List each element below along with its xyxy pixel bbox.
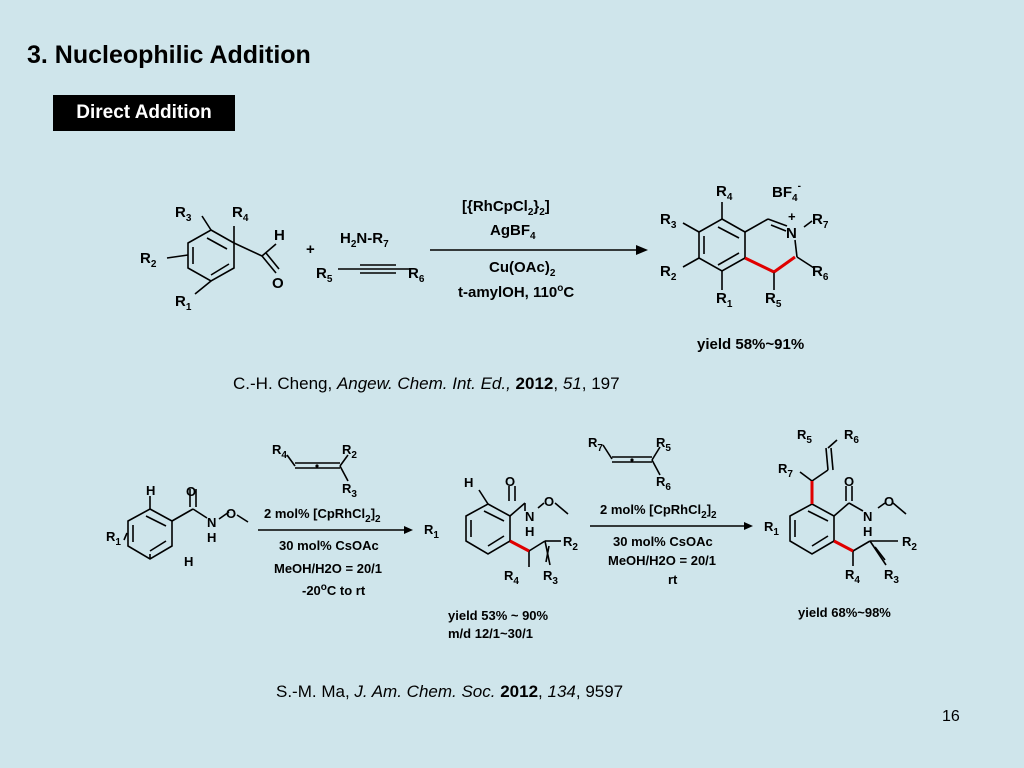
cond1-base: 30 mol% CsOAc [279,538,379,553]
h-bottom-sm2: H [184,554,193,569]
r6-label-p2: R6 [844,427,859,446]
cond1-catalyst: 2 mol% [CpRhCl2]2 [264,506,381,525]
page-number: 16 [942,708,960,725]
new-bond-highlights [509,255,854,553]
r3-label-product: R3 [660,211,677,231]
r4-label-p1: R4 [504,568,519,587]
o-sm2: O [186,484,196,499]
n-p1: N [525,509,534,524]
cond1-temp: -20oC to rt [302,582,366,598]
n-label: N [786,225,797,242]
r5-label-product: R5 [765,290,782,310]
r2-label-sm: R2 [140,250,157,270]
r2-label-p1: R2 [563,534,578,553]
r7-label-product: R7 [812,211,829,231]
r7-label-p2: R7 [778,461,793,480]
r6-label-allene2: R6 [656,474,671,493]
reference-ma: S.-M. Ma, J. Am. Chem. Soc. 2012, 134, 9… [276,682,624,701]
o-p1: O [505,474,515,489]
nh-p1: H [525,524,534,539]
section-badge: Direct Addition [53,95,235,131]
nh-p2: H [863,524,872,539]
yield-p1-line1: yield 53% ~ 90% [448,608,549,623]
o-p2: O [844,474,854,489]
r3-label-allene1: R3 [342,481,357,500]
nh-sm2: H [207,530,216,545]
cond2-solvent: MeOH/H2O = 20/1 [608,553,716,568]
arrow-head-3 [744,522,753,530]
r4-label-product: R4 [716,183,733,203]
r2-label-product: R2 [660,263,677,283]
aldehyde-h-label: H [274,227,285,244]
n-sm2: N [207,515,216,530]
condition-solvent-temp: t-amylOH, 110oC [458,283,574,301]
r2-label-allene1: R2 [342,442,357,461]
benzaldehyde-ring [187,229,235,282]
yield-p1-line2: m/d 12/1~30/1 [448,626,533,641]
o-methoxy-p2: O [884,494,894,509]
condition-additive: AgBF4 [490,222,536,242]
cond1-solvent: MeOH/H2O = 20/1 [274,561,382,576]
r1-label-sm: R1 [175,293,192,313]
r3-label-p2: R3 [884,567,899,586]
r2-label-p2: R2 [902,534,917,553]
arrow-head-1 [636,245,648,255]
r5-label-alkyne: R5 [316,265,333,285]
nplus-label: + [788,209,796,224]
slide-title: 3. Nucleophilic Addition [27,41,311,69]
yield-reaction1: yield 58%~91% [697,336,804,353]
h-top-sm2: H [146,483,155,498]
bf4-label: BF4- [772,181,801,204]
r6-label-product: R6 [812,263,829,283]
r4-label-p2: R4 [845,567,860,586]
r4-label-sm: R4 [232,204,249,224]
aldehyde-o-label: O [272,275,284,292]
r7-label-allene2: R7 [588,435,603,454]
benzamide-ring [127,508,173,560]
amine-label: H2N-R7 [340,230,389,250]
cond2-catalyst: 2 mol% [CpRhCl2]2 [600,502,717,521]
r4-label-allene1: R4 [272,442,287,461]
condition-oxidant: Cu(OAc)2 [489,259,556,279]
o-methoxy-p1: O [544,494,554,509]
r1-label-product: R1 [716,290,733,310]
arrow-head-2 [404,526,413,534]
product1-ring [465,503,511,555]
h-p1: H [464,475,473,490]
n-p2: N [863,509,872,524]
reference-cheng: C.-H. Cheng, Angew. Chem. Int. Ed., 2012… [233,374,620,393]
cond2-temp: rt [668,572,678,587]
condition-catalyst: [{RhCpCl2}2] [462,198,550,218]
yield-p2: yield 68%~98% [798,605,891,620]
r1-label-sm2: R1 [106,529,121,548]
plus-sign: + [306,241,315,258]
r3-label-sm: R3 [175,204,192,224]
r3-label-p1: R3 [543,568,558,587]
r5-label-allene2: R5 [656,435,671,454]
product2-ring [789,503,835,555]
r6-label-alkyne: R6 [408,265,425,285]
cond2-base: 30 mol% CsOAc [613,534,713,549]
r5-label-p2: R5 [797,427,812,446]
r1-label-p1: R1 [424,522,439,541]
r1-label-p2: R1 [764,519,779,538]
o-methoxy-sm2: O [226,506,236,521]
